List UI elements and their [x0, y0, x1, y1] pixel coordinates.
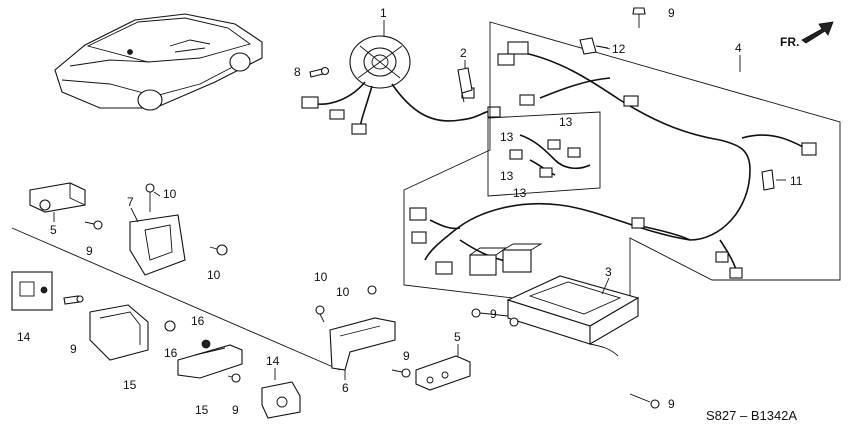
sensor-14-bottom [261, 381, 301, 419]
clip-11 [761, 169, 775, 191]
bolt-10-mid [209, 244, 228, 256]
leader-lines [53, 20, 786, 380]
callout-10-top: 10 [163, 187, 177, 201]
callout-6: 6 [342, 381, 349, 395]
bolt-9-center [391, 368, 411, 378]
callout-11: 11 [790, 174, 803, 188]
bolt-16-left [164, 320, 176, 332]
diagram-code: S827 – B1342A [706, 408, 797, 423]
callout-10-mid: 10 [207, 268, 221, 282]
callout-5-bottom: 5 [454, 330, 461, 344]
callout-5-left: 5 [50, 223, 57, 237]
bracket-15-bottom [177, 339, 243, 379]
callout-13-b: 13 [500, 130, 514, 144]
callout-10-bottom-mid: 10 [314, 270, 328, 284]
srs-unit [506, 275, 640, 357]
bolt-9-top [632, 7, 646, 28]
bolt-10-bottom-mid [315, 305, 325, 323]
callout-16-top: 16 [191, 314, 205, 328]
bolt-10-right [367, 285, 377, 295]
callout-3: 3 [605, 265, 612, 279]
callout-9-srs: 9 [490, 307, 497, 321]
bolt-9-bottom [227, 373, 241, 383]
callout-14-left: 14 [17, 330, 31, 344]
callout-8: 8 [294, 65, 301, 79]
cover-7 [129, 183, 186, 276]
bolt-9-srs [471, 308, 509, 318]
callout-13-d: 13 [513, 186, 527, 200]
cover-15-left [89, 304, 149, 361]
callout-14-bottom: 14 [266, 354, 280, 368]
sensor-5-left [29, 182, 86, 213]
front-direction-label: FR. [780, 35, 799, 49]
callout-15-left: 15 [123, 378, 137, 392]
vehicle-outline [54, 13, 263, 111]
callout-9-left-lower: 9 [70, 342, 77, 356]
callout-10-right: 10 [336, 285, 350, 299]
callout-13-a: 13 [559, 115, 573, 129]
cable-reel [301, 35, 501, 135]
callout-9-center: 9 [403, 349, 410, 363]
callout-4: 4 [735, 41, 742, 55]
callout-2: 2 [460, 46, 467, 60]
callout-labels: 1 2 3 4 5 5 6 7 8 9 9 9 9 9 9 9 10 10 10… [17, 6, 803, 417]
region-divider [11, 227, 341, 371]
callout-9-top: 9 [668, 6, 675, 20]
front-direction-arrow: FR. [780, 21, 834, 49]
callout-9-bottom-right: 9 [668, 397, 675, 411]
main-harness-panel [403, 21, 841, 313]
clip-12 [579, 37, 609, 55]
bolt-9-left-lower [63, 295, 84, 305]
sensor-5-bottom [415, 355, 471, 391]
callout-1: 1 [380, 6, 387, 20]
callout-13-c: 13 [500, 169, 514, 183]
bolt-9-bottom-right [629, 393, 660, 409]
callout-9-left-upper: 9 [86, 244, 93, 258]
callout-12: 12 [612, 42, 626, 56]
callout-16-left: 16 [164, 346, 178, 360]
bolt-9-left-upper [84, 220, 103, 230]
sensor-14-left [11, 271, 53, 311]
sub-harness-panel [487, 111, 601, 197]
callout-15-bottom: 15 [195, 403, 209, 417]
bracket-6 [329, 317, 396, 371]
bolt-8 [309, 66, 330, 78]
callout-9-bottom: 9 [232, 403, 239, 417]
callout-7: 7 [127, 195, 134, 209]
harness-clip-2 [457, 67, 473, 103]
